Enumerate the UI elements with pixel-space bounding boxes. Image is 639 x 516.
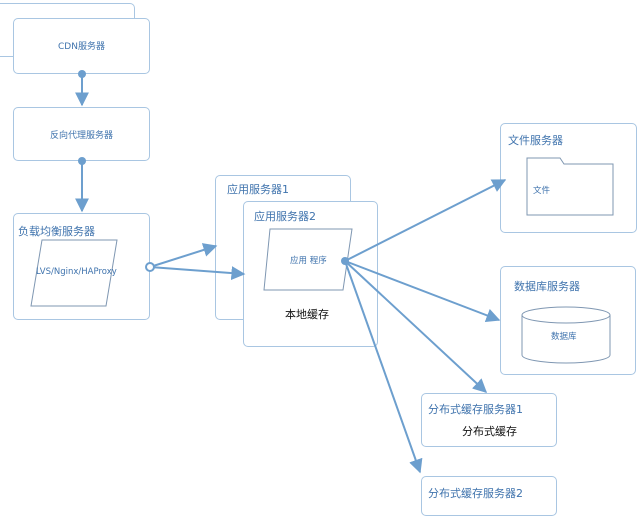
lvs-label: LVS/Nginx/HAProxy <box>36 267 117 277</box>
cdn-server-label: CDN服务器 <box>58 42 105 52</box>
lvs-parallelogram <box>30 239 118 307</box>
local-cache-label: 本地缓存 <box>285 308 329 321</box>
database-cylinder-icon <box>521 306 611 364</box>
database-server-title: 数据库服务器 <box>514 280 580 293</box>
folder-icon <box>526 157 614 216</box>
distributed-cache-label: 分布式缓存 <box>462 425 517 438</box>
database-label: 数据库 <box>551 332 577 342</box>
distributed-cache-server-1: 分布式缓存服务器1 分布式缓存 <box>421 393 557 447</box>
app-program-label: 应用 程序 <box>290 256 327 266</box>
cdn-server: CDN服务器 <box>13 18 150 74</box>
app-server-2-title: 应用服务器2 <box>254 210 316 223</box>
distributed-cache-server-2-title: 分布式缓存服务器2 <box>428 487 523 500</box>
diagram-connectors <box>30 70 614 474</box>
folder-label: 文件 <box>533 186 551 196</box>
app-program-parallelogram <box>263 228 353 291</box>
distributed-cache-server-1-title: 分布式缓存服务器1 <box>428 403 523 416</box>
reverse-proxy-label: 反向代理服务器 <box>49 131 113 141</box>
file-server-title: 文件服务器 <box>508 134 563 147</box>
app-server-1-title: 应用服务器1 <box>227 183 289 196</box>
load-balancer-title: 负载均衡服务器 <box>18 225 95 238</box>
